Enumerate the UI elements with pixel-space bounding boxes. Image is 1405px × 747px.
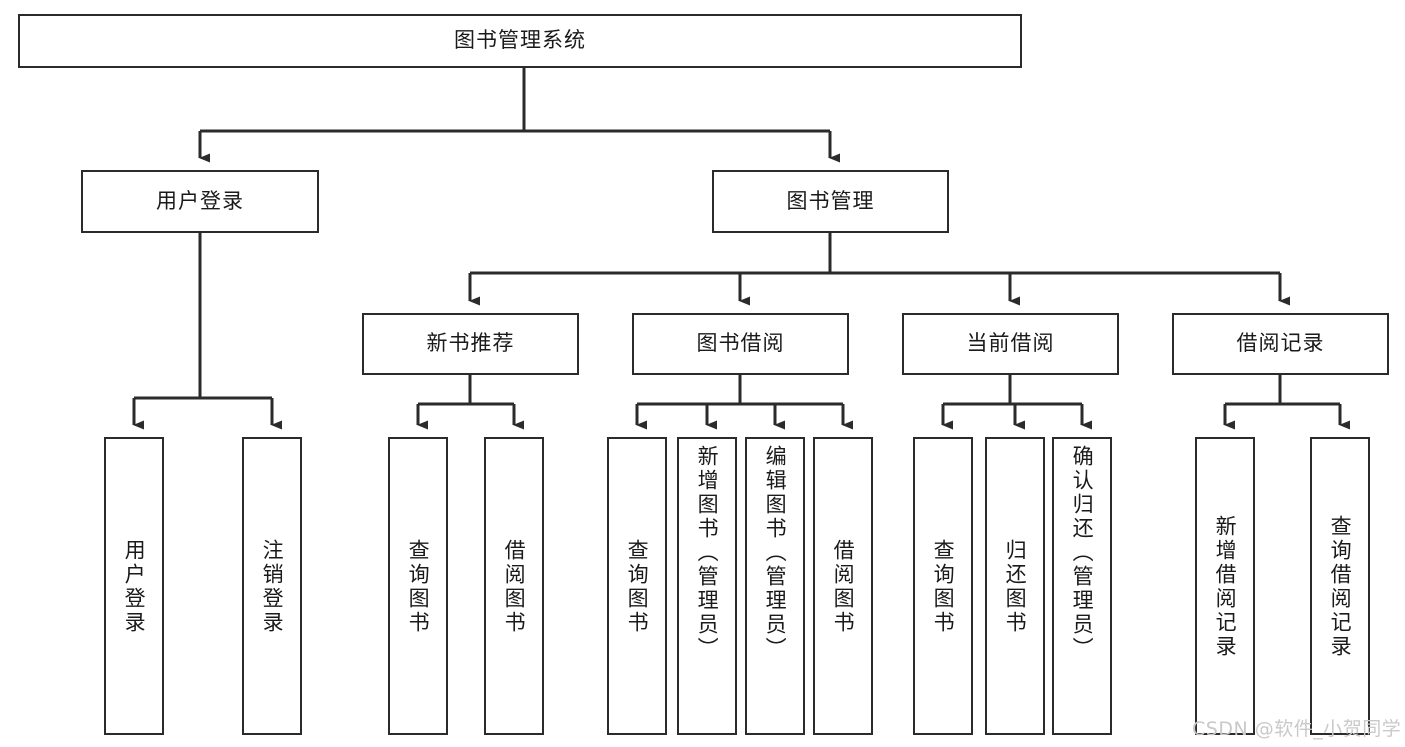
node-current-loan[interactable]: 当前借阅 xyxy=(902,313,1119,375)
node-user-login[interactable]: 用户登录 xyxy=(81,170,319,233)
node-leaf-query-book-3-label: 查询图书 xyxy=(931,539,956,635)
node-leaf-user-login-label: 用户登录 xyxy=(122,539,147,635)
node-leaf-query-book-2[interactable]: 查询图书 xyxy=(607,437,667,735)
node-book-manage-label: 图书管理 xyxy=(786,188,875,213)
node-leaf-query-book-2-label: 查询图书 xyxy=(625,539,650,635)
node-leaf-borrow-book-1-label: 借阅图书 xyxy=(502,539,527,635)
node-root-label: 图书管理系统 xyxy=(454,28,586,53)
node-book-borrow-label: 图书借阅 xyxy=(696,331,785,356)
node-leaf-return-book-label: 归还图书 xyxy=(1003,539,1028,635)
csdn-watermark: CSDN @软件_小贺同学 xyxy=(1192,718,1402,740)
node-leaf-user-logout[interactable]: 注销登录 xyxy=(242,437,302,735)
node-leaf-add-record[interactable]: 新增借阅记录 xyxy=(1195,437,1255,735)
node-leaf-query-record[interactable]: 查询借阅记录 xyxy=(1310,437,1370,735)
node-leaf-add-book[interactable]: 新增图书（管理员） xyxy=(677,437,737,735)
node-leaf-query-book-1-label: 查询图书 xyxy=(406,539,431,635)
node-user-login-label: 用户登录 xyxy=(156,188,244,213)
node-root[interactable]: 图书管理系统 xyxy=(18,14,1022,68)
node-leaf-confirm-return-label: 确认归还（管理员） xyxy=(1070,445,1095,661)
node-leaf-return-book[interactable]: 归还图书 xyxy=(985,437,1045,735)
node-current-loan-label: 当前借阅 xyxy=(966,331,1055,356)
node-book-manage[interactable]: 图书管理 xyxy=(712,170,949,233)
node-leaf-user-login[interactable]: 用户登录 xyxy=(104,437,164,735)
node-leaf-edit-book[interactable]: 编辑图书（管理员） xyxy=(745,437,805,735)
node-book-borrow[interactable]: 图书借阅 xyxy=(632,313,849,375)
node-loan-record-label: 借阅记录 xyxy=(1236,331,1325,356)
node-leaf-borrow-book-2-label: 借阅图书 xyxy=(831,539,856,635)
node-leaf-add-book-label: 新增图书（管理员） xyxy=(695,445,720,661)
node-leaf-borrow-book-2[interactable]: 借阅图书 xyxy=(813,437,873,735)
node-leaf-user-logout-label: 注销登录 xyxy=(260,539,285,635)
node-leaf-query-book-3[interactable]: 查询图书 xyxy=(913,437,973,735)
node-leaf-edit-book-label: 编辑图书（管理员） xyxy=(763,445,788,661)
node-leaf-borrow-book-1[interactable]: 借阅图书 xyxy=(484,437,544,735)
node-new-book-rec[interactable]: 新书推荐 xyxy=(362,313,579,375)
node-leaf-query-book-1[interactable]: 查询图书 xyxy=(388,437,448,735)
node-leaf-query-record-label: 查询借阅记录 xyxy=(1328,515,1353,659)
node-new-book-rec-label: 新书推荐 xyxy=(426,331,515,356)
node-leaf-confirm-return[interactable]: 确认归还（管理员） xyxy=(1052,437,1112,735)
node-loan-record[interactable]: 借阅记录 xyxy=(1172,313,1389,375)
node-leaf-add-record-label: 新增借阅记录 xyxy=(1213,515,1238,659)
